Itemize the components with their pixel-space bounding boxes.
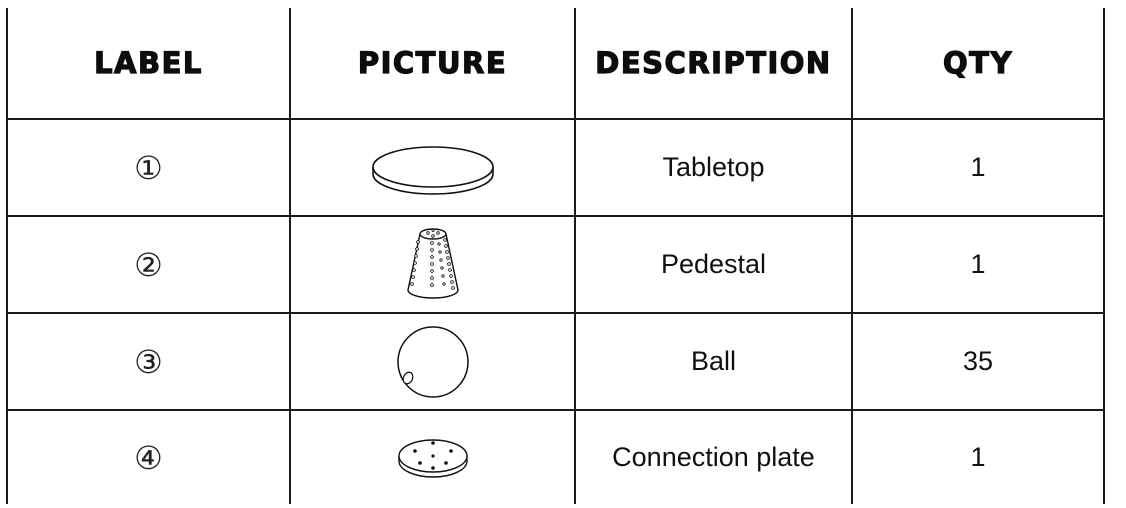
row-label: ④ — [6, 409, 291, 504]
picture-cell — [289, 118, 576, 217]
table-row: ① Tabletop 1 — [6, 118, 1105, 217]
picture-cell — [289, 215, 576, 314]
connection-plate-icon — [397, 438, 468, 478]
picture-cell — [289, 409, 576, 504]
row-qty: 1 — [851, 118, 1105, 217]
header-label: LABEL — [6, 8, 291, 120]
header-description: DESCRIPTION — [574, 8, 853, 120]
table-row: ③ Ball 35 — [6, 312, 1105, 411]
header-picture: PICTURE — [289, 8, 576, 120]
row-description: Pedestal — [574, 215, 853, 314]
row-description: Tabletop — [574, 118, 853, 217]
table-row: ② — [6, 215, 1105, 314]
header-row: LABEL PICTURE DESCRIPTION QTY — [6, 8, 1105, 120]
row-qty: 1 — [851, 409, 1105, 504]
row-qty: 35 — [851, 312, 1105, 411]
header-qty: QTY — [851, 8, 1105, 120]
row-qty: 1 — [851, 215, 1105, 314]
ball-icon — [396, 325, 469, 398]
table-row: ④ Connection plate 1 — [6, 409, 1105, 504]
row-description: Ball — [574, 312, 853, 411]
picture-cell — [289, 312, 576, 411]
parts-list-table: LABEL PICTURE DESCRIPTION QTY ① Tabletop… — [6, 8, 1105, 504]
row-label: ① — [6, 118, 291, 217]
tabletop-icon — [371, 145, 494, 195]
row-label: ② — [6, 215, 291, 314]
row-description: Connection plate — [574, 409, 853, 504]
pedestal-icon — [406, 227, 459, 299]
row-label: ③ — [6, 312, 291, 411]
